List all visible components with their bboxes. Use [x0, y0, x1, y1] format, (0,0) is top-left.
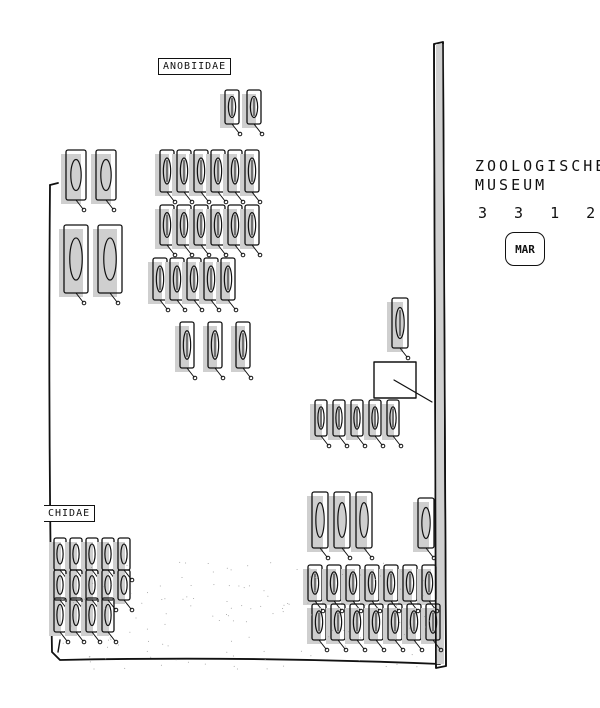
specimen [242, 89, 265, 137]
specimen [307, 491, 331, 561]
museum-name-line2: MUSEUM [475, 176, 548, 194]
specimen [413, 497, 437, 561]
specimen [220, 89, 243, 137]
specimen [189, 204, 212, 258]
specimen [189, 149, 212, 205]
specimen [329, 491, 353, 561]
museum-name-line1: ZOOLOGISCHES [475, 157, 600, 175]
specimen [165, 257, 188, 313]
cabinet-frame [48, 41, 447, 669]
specimen [61, 149, 87, 213]
specimen [402, 603, 425, 653]
specimen [303, 564, 326, 614]
artist-signature: MAR [505, 232, 545, 266]
specimen [65, 537, 87, 583]
specimen [398, 564, 421, 614]
specimen [93, 224, 123, 306]
specimen [364, 603, 387, 653]
specimen [203, 321, 226, 381]
specimen [341, 564, 364, 614]
specimen [199, 257, 222, 313]
specimen [360, 564, 383, 614]
specimen [65, 569, 87, 613]
family-label-chidae: CHIDAE [44, 505, 96, 522]
specimen [345, 603, 368, 653]
specimen [383, 603, 406, 653]
specimen [417, 564, 440, 614]
specimen [148, 257, 171, 313]
specimen [310, 399, 332, 449]
specimen [379, 564, 402, 614]
specimen [326, 603, 349, 653]
paper-speckle [62, 559, 431, 670]
specimen [382, 399, 404, 449]
specimen [97, 597, 119, 645]
specimen [322, 564, 345, 614]
specimen [307, 603, 330, 653]
specimen [387, 297, 411, 361]
specimen [216, 257, 239, 313]
specimen [91, 149, 117, 213]
specimen [113, 569, 135, 613]
museum-number: 3 3 1 2 [478, 204, 600, 222]
specimen [81, 597, 103, 645]
pinned-specimen-groups [49, 89, 444, 653]
specimen [346, 399, 368, 449]
specimen [175, 321, 198, 381]
specimen [155, 149, 178, 205]
specimen [240, 204, 263, 258]
specimen [65, 597, 87, 645]
specimen [206, 204, 229, 258]
specimen [240, 149, 263, 205]
specimen [364, 399, 386, 449]
specimen [351, 491, 375, 561]
specimen [231, 321, 254, 381]
specimen [172, 204, 195, 258]
specimen [59, 224, 89, 306]
family-label-anobiidae: ANOBIIDAE [158, 58, 232, 75]
specimen [328, 399, 350, 449]
